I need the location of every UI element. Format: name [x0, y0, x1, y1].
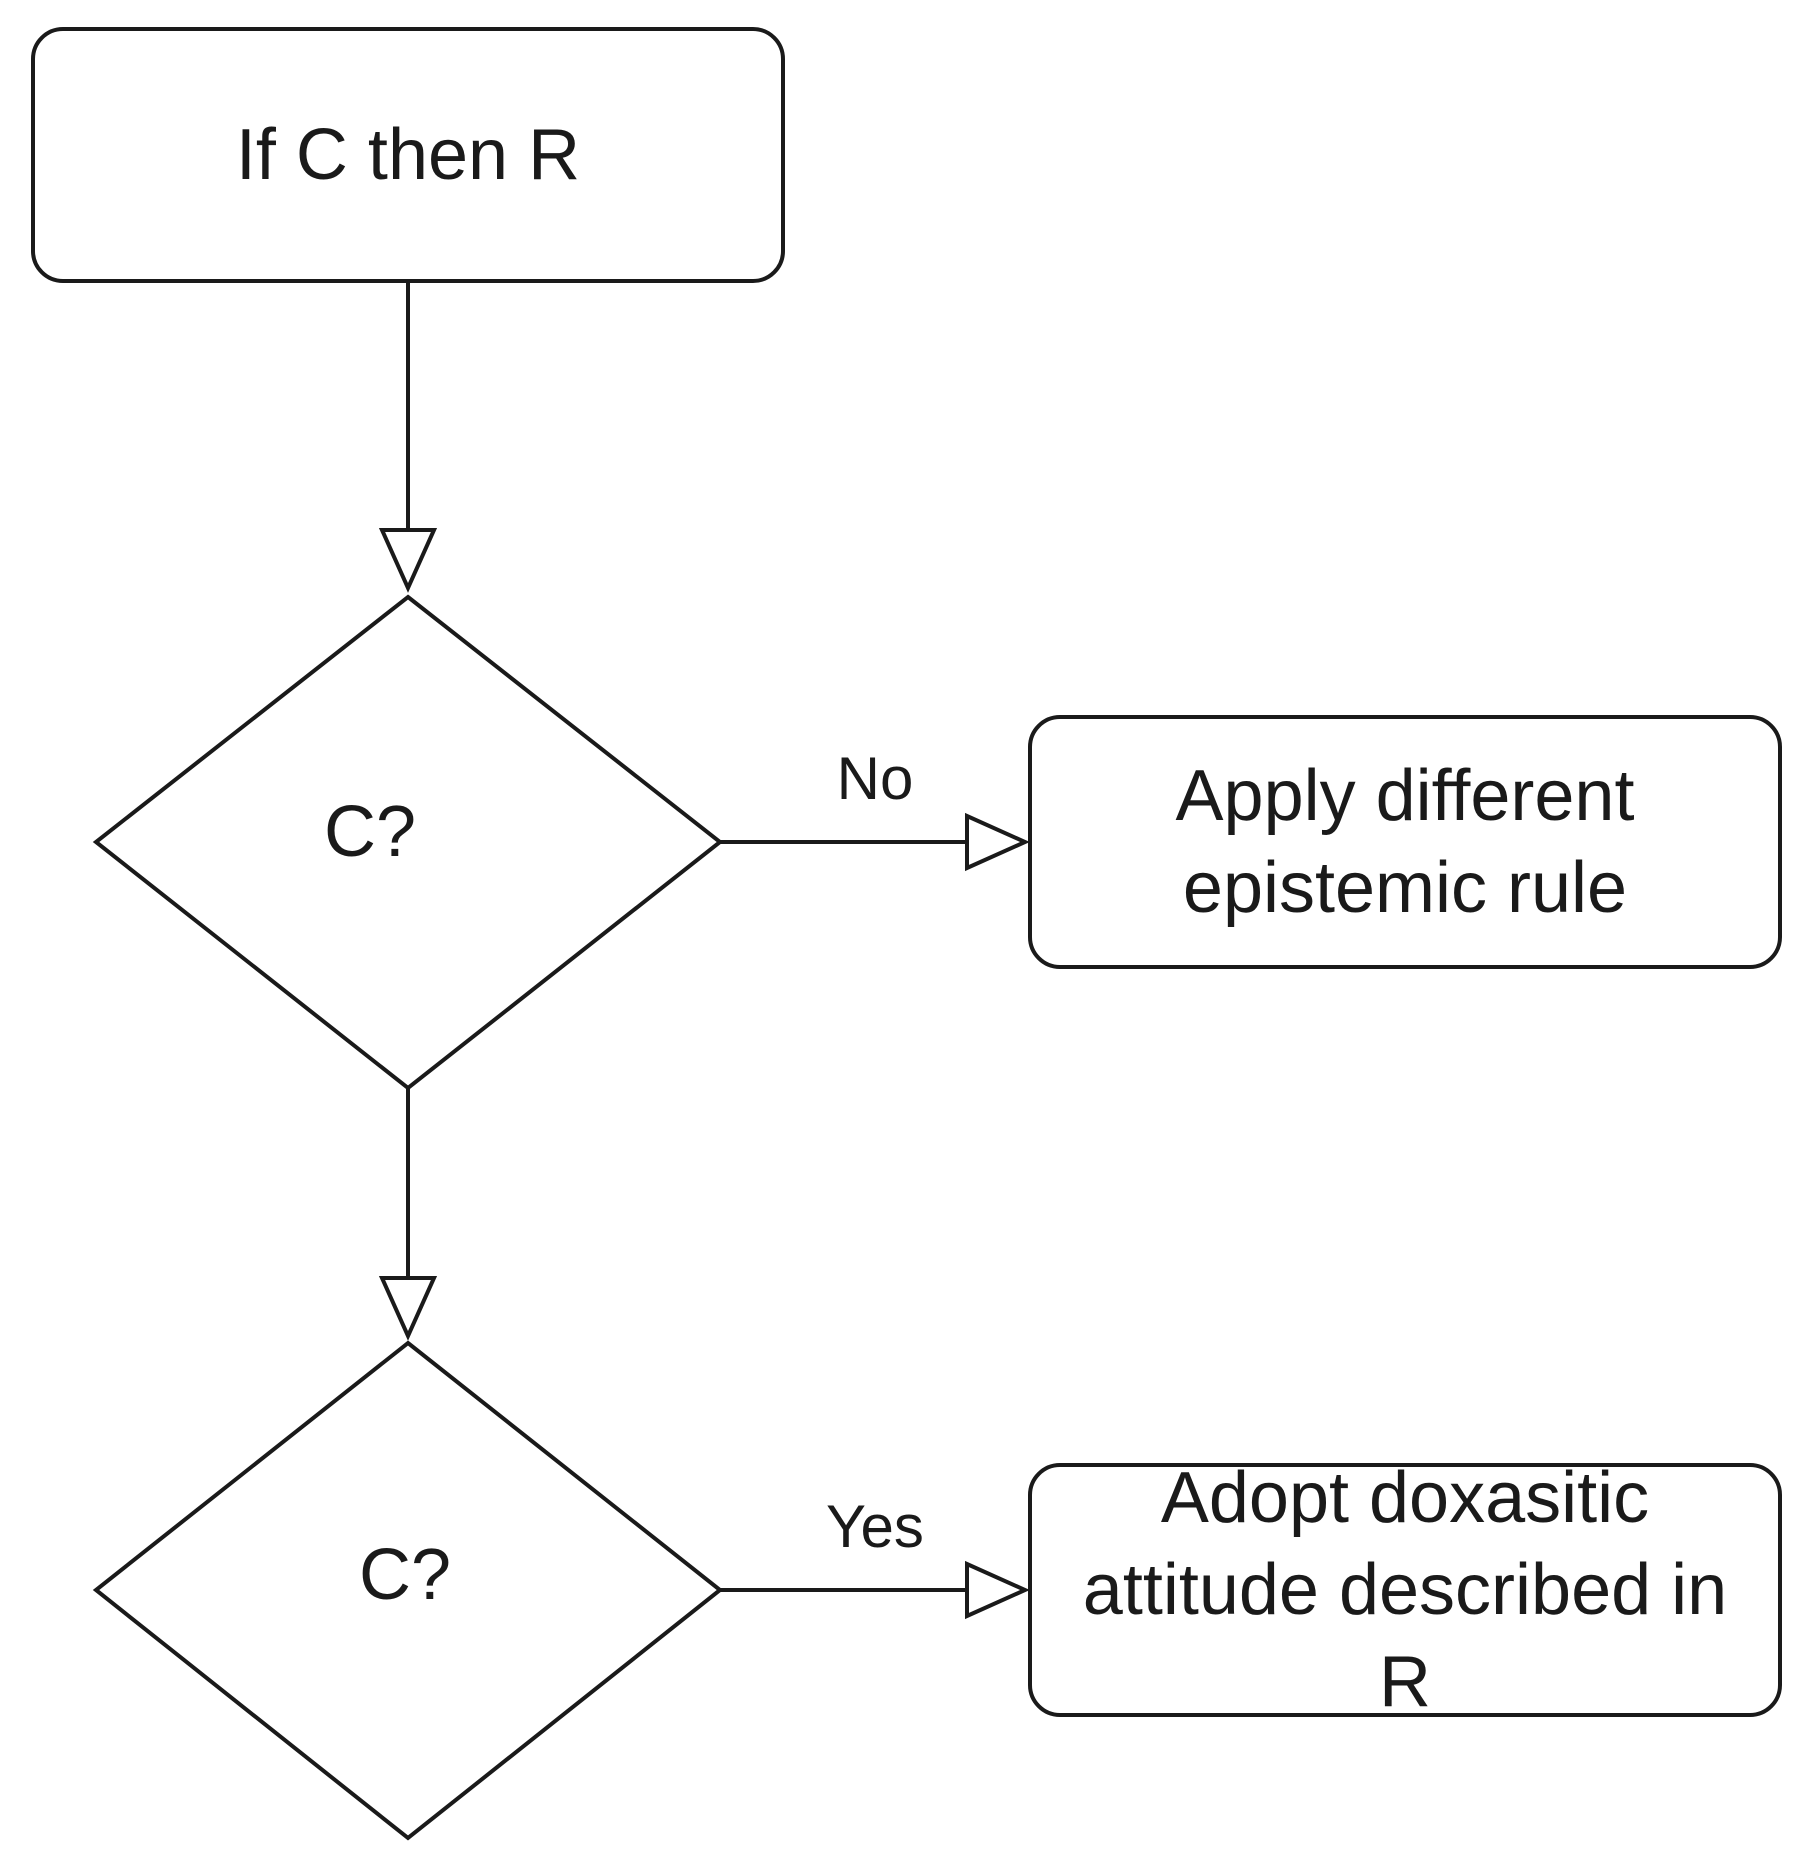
- arrowhead-decision-2: [378, 1276, 438, 1341]
- edge-label-no: No: [836, 745, 914, 812]
- edge-label-yes: Yes: [826, 1493, 924, 1560]
- decision-2-diamond: [92, 1340, 724, 1841]
- rule-label: If C then R: [235, 115, 581, 195]
- arrowhead-decision-1: [378, 528, 438, 593]
- decision-2-label: C?: [358, 1535, 452, 1615]
- decision-1-label: C?: [323, 792, 417, 872]
- adopt-attitude-label: Adopt doxasitic attitude described in R: [1082, 1458, 1728, 1722]
- arrowhead-no: [965, 812, 1030, 872]
- different-rule-label: Apply different epistemic rule: [1175, 756, 1635, 928]
- different-rule-box: [1028, 715, 1782, 969]
- arrowhead-yes: [965, 1560, 1030, 1620]
- adopt-attitude-box: [1028, 1463, 1782, 1717]
